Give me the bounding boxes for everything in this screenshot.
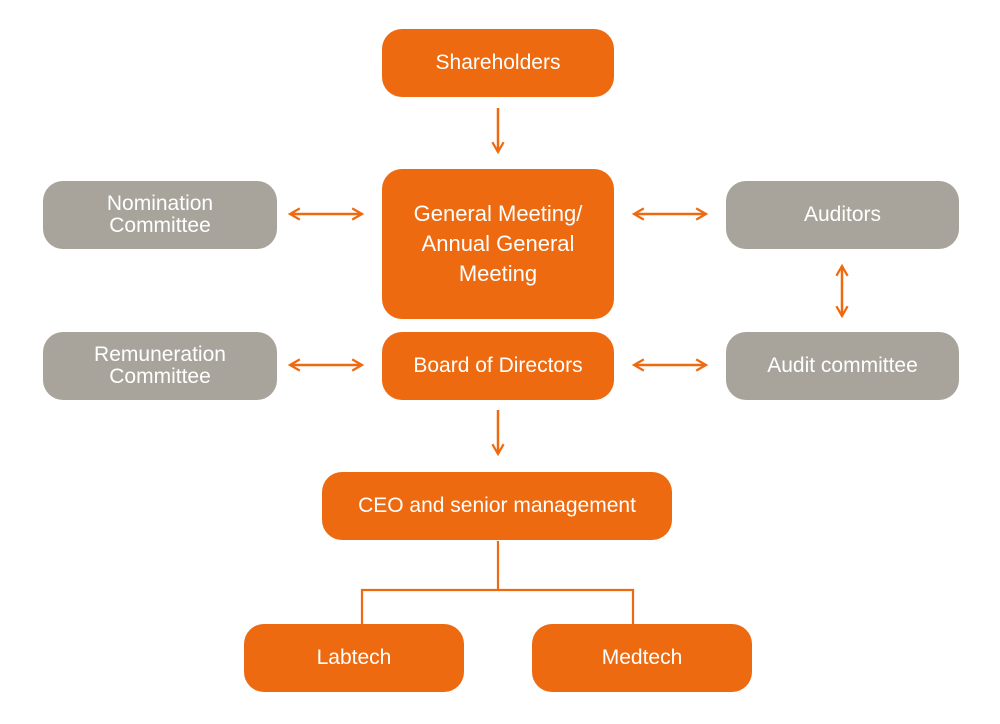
shareholders-box: Shareholders bbox=[382, 29, 614, 97]
general-meeting-label-line1: General Meeting/ bbox=[413, 201, 583, 227]
medtech-box: Medtech bbox=[532, 624, 752, 692]
labtech-label: Labtech bbox=[316, 645, 392, 669]
ceo-management-box: CEO and senior management bbox=[322, 472, 672, 540]
board-of-directors-box: Board of Directors bbox=[382, 332, 614, 400]
shareholders-label: Shareholders bbox=[435, 50, 561, 74]
medtech-label: Medtech bbox=[601, 645, 683, 669]
nomination-committee-label-line2: Committee bbox=[109, 214, 211, 237]
auditors-label: Auditors bbox=[803, 202, 882, 226]
remuneration-committee-box: Remuneration Committee bbox=[43, 332, 277, 400]
nomination-committee-box: Nomination Committee bbox=[43, 181, 277, 249]
nomination-committee-label-line1: Nomination bbox=[106, 191, 214, 215]
auditors-box: Auditors bbox=[726, 181, 959, 249]
board-of-directors-label: Board of Directors bbox=[413, 353, 583, 377]
audit-committee-box: Audit committee bbox=[726, 332, 959, 400]
general-meeting-label-line2: Annual General bbox=[421, 231, 575, 257]
general-meeting-label-line3: Meeting bbox=[458, 260, 538, 286]
general-meeting-box: General Meeting/ Annual General Meeting bbox=[382, 169, 614, 319]
tree-branch bbox=[360, 588, 635, 624]
remuneration-committee-label-line2: Committee bbox=[109, 365, 211, 388]
remuneration-committee-label-line1: Remuneration bbox=[94, 342, 226, 366]
labtech-box: Labtech bbox=[244, 624, 464, 692]
audit-committee-label: Audit committee bbox=[767, 353, 918, 377]
ceo-management-label: CEO and senior management bbox=[358, 493, 636, 517]
